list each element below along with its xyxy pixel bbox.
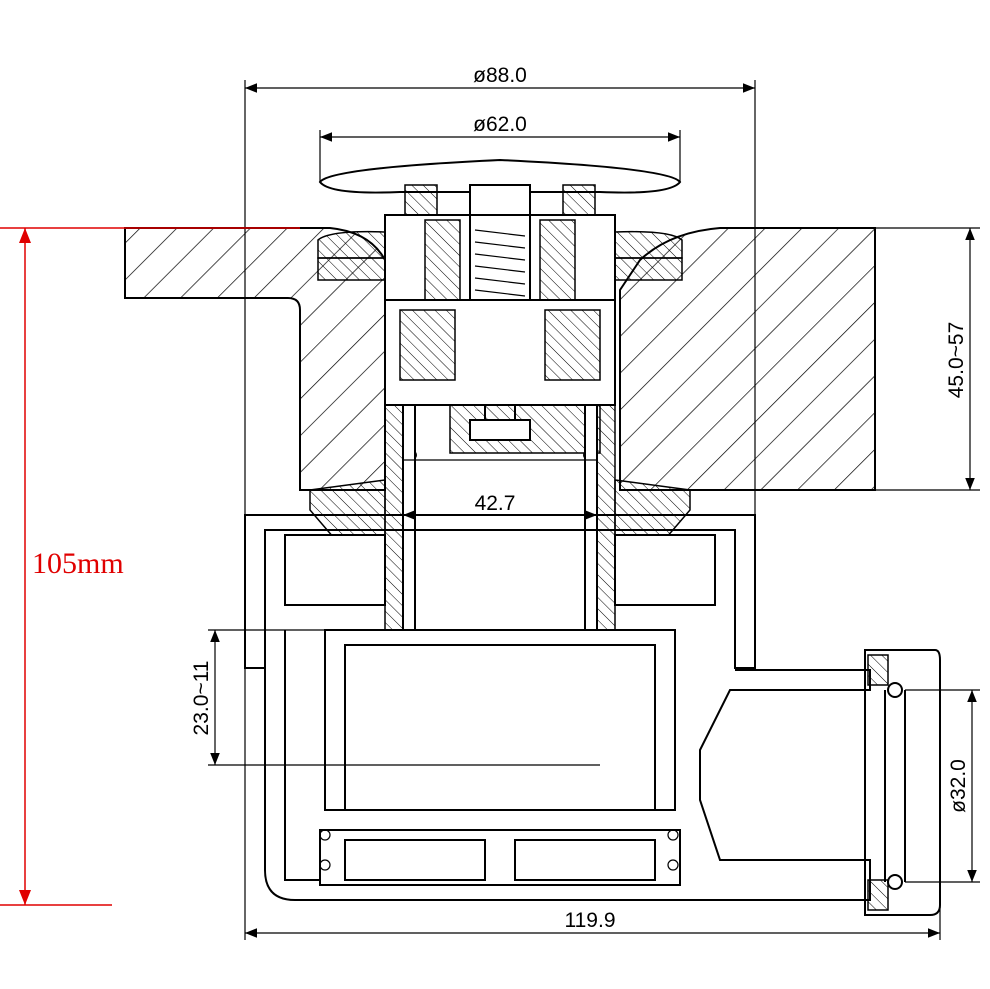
- outer-diameter-label: ø88.0: [473, 64, 527, 87]
- outlet-diameter-label: ø32.0: [947, 759, 970, 813]
- total-width-label: 119.9: [565, 909, 616, 932]
- cap-diameter-label: ø62.0: [473, 113, 527, 136]
- adjust-range-label: 23.0~11: [190, 661, 213, 736]
- inner-diameter-label: 42.7: [475, 492, 516, 515]
- countertop-section: [124, 227, 876, 491]
- total-height-label: 105mm: [32, 547, 124, 580]
- dimension-lines: [208, 80, 980, 940]
- countertop-thickness-label: 45.0~57: [945, 322, 968, 399]
- trap-housing: [264, 629, 871, 901]
- locking-nut: [244, 479, 756, 669]
- pop-up-cap: [318, 158, 682, 216]
- height-marker: [0, 227, 300, 906]
- drain-flange: [317, 214, 683, 454]
